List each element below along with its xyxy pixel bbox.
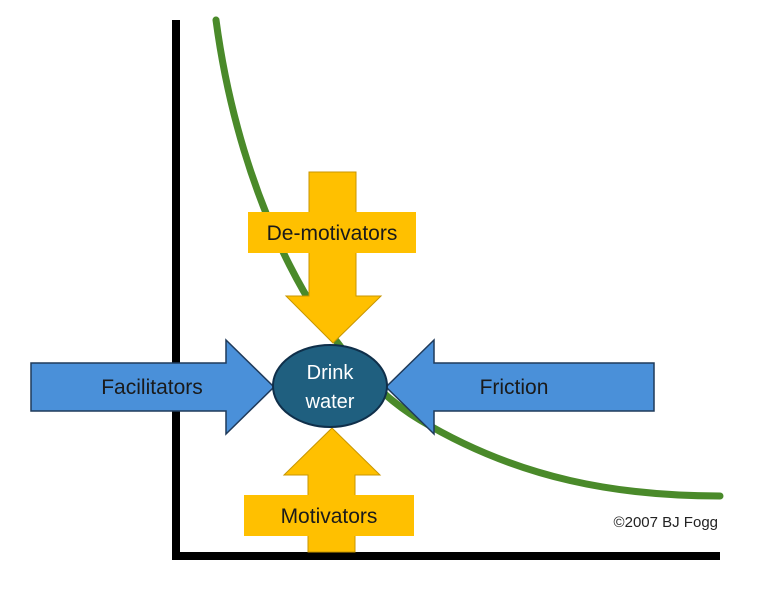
facilitators-arrow	[30, 338, 276, 436]
de-motivators-label-box	[248, 212, 416, 253]
drink-water-label-line2: water	[305, 391, 355, 413]
de-motivators-arrow	[284, 171, 383, 344]
drink-water-node	[272, 344, 388, 428]
motivators-label-box	[244, 495, 414, 536]
de-motivators-label: De-motivators	[267, 222, 398, 245]
action-line-curve	[212, 16, 724, 500]
drink-water-label-line1: Drink	[307, 362, 355, 384]
facilitators-label: Facilitators	[101, 376, 203, 399]
friction-label: Friction	[480, 376, 549, 399]
motivators-label: Motivators	[281, 505, 378, 528]
copyright-text: ©2007 BJ Fogg	[614, 514, 718, 531]
friction-arrow	[384, 338, 655, 436]
